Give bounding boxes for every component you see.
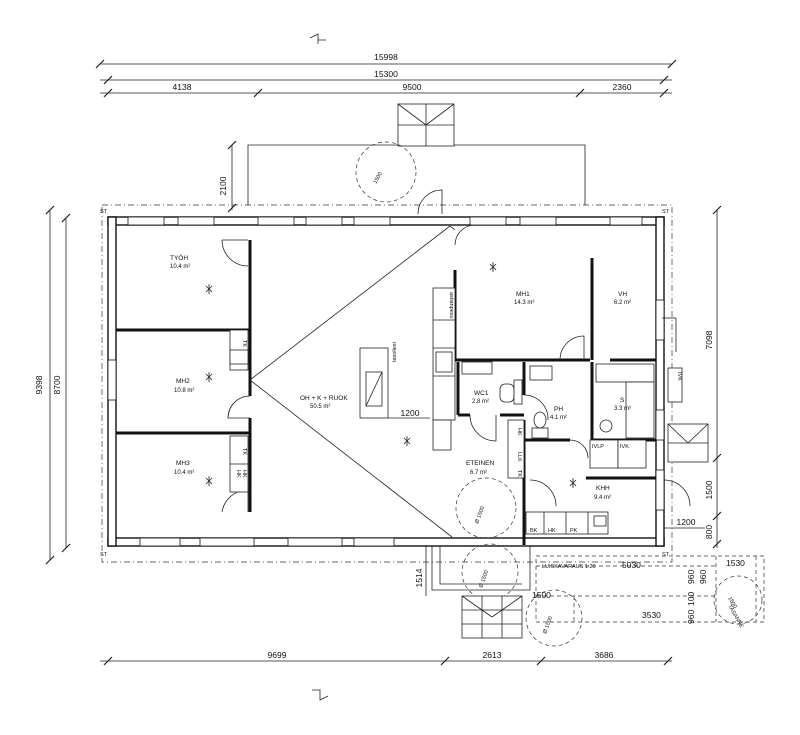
room-area-mh1: 14.3 m² bbox=[514, 300, 534, 306]
hk-label: HK bbox=[548, 528, 556, 534]
st-label: ST bbox=[662, 209, 670, 215]
pk-label: PK bbox=[570, 528, 578, 534]
dim-overall: 15998 bbox=[374, 52, 398, 62]
dim-5030: 5030 bbox=[622, 560, 641, 570]
hk-label: HK bbox=[235, 470, 241, 478]
circle-label-top: 1500 bbox=[373, 171, 384, 185]
room-name-wc1: WC1 bbox=[474, 390, 489, 397]
dim-1200-int: 1200 bbox=[401, 408, 420, 418]
dim-right-1500: 1500 bbox=[704, 480, 714, 499]
room-area-oh: 50.5 m² bbox=[310, 404, 330, 410]
room-area-s: 3.3 m² bbox=[614, 406, 631, 412]
room-name-mh1: MH1 bbox=[516, 291, 530, 298]
right-dimensions: 7098 1500 800 1200 bbox=[662, 205, 722, 549]
circle-label: Ø 1500 bbox=[474, 506, 486, 525]
room-area-vh: 6.2 m² bbox=[614, 300, 631, 306]
dim-right-1200: 1200 bbox=[677, 517, 696, 527]
dim-1530: 1530 bbox=[726, 558, 745, 568]
ivk-side-label: IVK bbox=[676, 372, 682, 381]
section-arrow-icon bbox=[312, 689, 329, 701]
section-arrow-icon bbox=[309, 33, 326, 44]
tk-label: TK bbox=[516, 470, 522, 477]
room-name-s: S bbox=[620, 397, 625, 404]
dim-bottom-3: 3686 bbox=[595, 650, 614, 660]
room-name-mh3: MH3 bbox=[176, 460, 190, 467]
room-area-ph: 4.1 m² bbox=[550, 415, 567, 421]
dim-100: 100 bbox=[686, 592, 696, 606]
room-area-khh: 9.4 m² bbox=[594, 495, 611, 501]
eave-outline bbox=[101, 204, 673, 563]
hk-label: HK bbox=[516, 428, 522, 436]
ivlp-label: IVLP bbox=[592, 444, 604, 450]
st-label: ST bbox=[100, 209, 108, 215]
hk-label: HK bbox=[241, 470, 247, 478]
ceiling-lines bbox=[249, 225, 456, 538]
dim-left-inner: 8700 bbox=[52, 375, 62, 394]
furniture: TK TK HK HK tasoliesi 1200 astianpesu HK… bbox=[229, 287, 709, 535]
room-name-vh: VH bbox=[618, 291, 627, 298]
astianpesu-label: astianpesu bbox=[448, 292, 454, 319]
lk-label: LLK bbox=[516, 452, 522, 462]
dim-2100: 2100 bbox=[218, 176, 228, 195]
room-area-tyoh: 10.4 m² bbox=[170, 264, 190, 270]
room-area-eteinen: 6.7 m² bbox=[470, 470, 487, 476]
room-labels: TYÖH 10.4 m² MH2 10.8 m² MH3 10.4 m² OH … bbox=[170, 254, 631, 501]
interior-walls bbox=[116, 240, 656, 545]
circle-label: Ø 1500 bbox=[478, 570, 490, 589]
smoke-detector-icon bbox=[205, 262, 577, 488]
dim-1500-ramp: 1500 bbox=[532, 590, 551, 600]
room-area-mh2: 10.8 m² bbox=[174, 388, 194, 394]
terrace-top: 2100 1500 bbox=[218, 103, 586, 215]
dim-inner: 15300 bbox=[374, 69, 398, 79]
room-name-oh: OH + K + RUOK bbox=[300, 395, 348, 402]
windows bbox=[107, 216, 665, 547]
dim-top-2: 9500 bbox=[403, 82, 422, 92]
ivk-label: IVK bbox=[620, 444, 629, 450]
room-name-tyoh: TYÖH bbox=[170, 254, 188, 262]
dim-top-1: 4138 bbox=[173, 82, 192, 92]
room-name-mh2: MH2 bbox=[176, 378, 190, 385]
dim-bottom-2: 2613 bbox=[483, 650, 502, 660]
dim-bottom-1: 9699 bbox=[268, 650, 287, 660]
room-area-wc1: 2.8 m² bbox=[472, 399, 489, 405]
dim-right-800: 800 bbox=[704, 525, 714, 539]
circle-label: Ø 1500 bbox=[542, 616, 554, 635]
dim-960-b: 960 bbox=[686, 610, 696, 624]
dim-960-c: 960 bbox=[698, 570, 708, 584]
room-name-khh: KHH bbox=[596, 485, 610, 492]
dim-3530: 3530 bbox=[642, 610, 661, 620]
dim-960-a: 960 bbox=[686, 570, 696, 584]
dim-left-outer: 9398 bbox=[34, 375, 44, 394]
bk-label: BK bbox=[530, 528, 538, 534]
st-label: ST bbox=[662, 552, 670, 558]
dim-1514: 1514 bbox=[414, 568, 424, 587]
dim-right-tall: 7098 bbox=[704, 330, 714, 349]
tasoliesi-label: tasoliesi bbox=[392, 342, 398, 362]
top-dimensions: 15998 15300 4138 9500 2360 bbox=[95, 52, 677, 98]
st-label: ST bbox=[100, 552, 108, 558]
tk-label: TK bbox=[241, 448, 247, 455]
left-dimensions: 9398 8700 bbox=[34, 205, 71, 565]
entrance-ramp: 1514 LUISKAVARAUS 1:20 5030 1530 960 100… bbox=[414, 546, 765, 639]
room-name-eteinen: ETEINEN bbox=[466, 460, 494, 467]
luiska-label: LUISKAVARAUS 1:20 bbox=[542, 564, 596, 570]
room-name-ph: PH bbox=[554, 406, 563, 413]
tk-label: TK bbox=[241, 340, 247, 347]
room-area-mh3: 10.4 m² bbox=[174, 470, 194, 476]
bottom-dimensions: 9699 2613 3686 bbox=[100, 650, 673, 666]
dim-top-3: 2360 bbox=[613, 82, 632, 92]
circle-label: 1500 bbox=[726, 596, 737, 610]
